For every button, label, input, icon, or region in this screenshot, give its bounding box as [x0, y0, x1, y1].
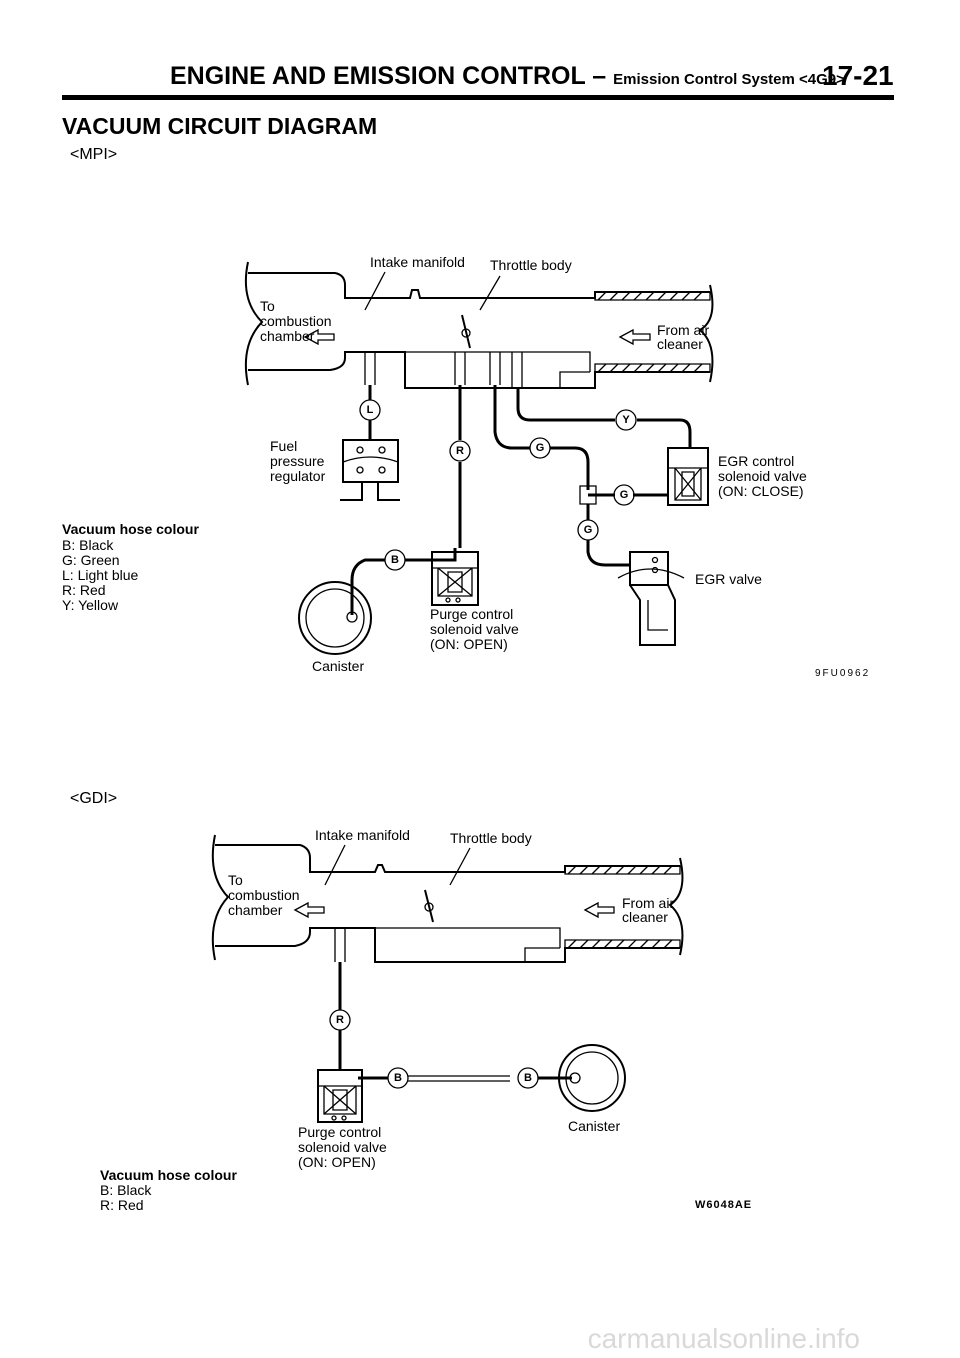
mpi-to-combustion-label-1: To — [260, 298, 275, 314]
mpi-purge-label-1: Purge control — [430, 606, 513, 622]
mpi-to-combustion-label-2: combustion — [260, 313, 332, 329]
gdi-purge-solenoid-icon — [317, 1069, 363, 1123]
gdi-tag-b-2: B — [524, 1072, 532, 1084]
mpi-tag-g-3: G — [584, 524, 593, 536]
gdi-figure-code: W6048AE — [695, 1199, 752, 1211]
gdi-tag-b-1: B — [394, 1072, 402, 1084]
mpi-throttle-body-label: Throttle body — [490, 257, 572, 273]
egr-solenoid-label-3: (ON: CLOSE) — [718, 483, 804, 499]
gdi-tag-r: R — [336, 1014, 344, 1026]
egr-solenoid-label-1: EGR control — [718, 453, 794, 469]
mpi-legend-green: G: Green — [62, 552, 120, 568]
mpi-purge-solenoid-icon — [431, 551, 479, 606]
mpi-purge-label-2: solenoid valve — [430, 621, 519, 637]
mpi-tag-r: R — [456, 445, 464, 457]
gdi-diagram: Intake manifold Throttle body To combust… — [100, 827, 752, 1213]
mpi-legend-red: R: Red — [62, 582, 106, 598]
mpi-to-combustion-label-3: chamber — [260, 328, 315, 344]
gdi-canister-icon — [558, 1044, 626, 1112]
mpi-tag-g-1: G — [536, 442, 545, 454]
mpi-canister-label: Canister — [312, 658, 364, 674]
mpi-from-air-label-2: cleaner — [657, 336, 703, 352]
header-subtitle: Emission Control System <4G9> — [613, 71, 845, 88]
header-rule — [62, 95, 894, 100]
gdi-canister-label: Canister — [568, 1118, 620, 1134]
mpi-tag-y: Y — [622, 414, 630, 426]
gdi-section-label: <GDI> — [70, 790, 118, 807]
mpi-diagram: Intake manifold Throttle body To combust… — [62, 254, 870, 679]
fuel-regulator-label-2: pressure — [270, 453, 325, 469]
gdi-hoses — [338, 962, 572, 1082]
mpi-legend-title: Vacuum hose colour — [62, 521, 199, 537]
gdi-throttle-body-label: Throttle body — [450, 830, 532, 846]
gdi-legend-red: R: Red — [100, 1197, 144, 1213]
gdi-legend-black: B: Black — [100, 1182, 152, 1198]
mpi-section-label: <MPI> — [70, 146, 118, 163]
mpi-hose-tags: L R G Y G G B — [359, 399, 637, 571]
diagram-title: VACUUM CIRCUIT DIAGRAM — [62, 113, 378, 139]
mpi-figure-code: 9FU0962 — [815, 668, 870, 679]
page-number: 17-21 — [822, 60, 894, 91]
header-dash: – — [592, 62, 607, 90]
egr-solenoid-label-2: solenoid valve — [718, 468, 807, 484]
gdi-purge-label-2: solenoid valve — [298, 1139, 387, 1155]
header-title: ENGINE AND EMISSION CONTROL — [170, 62, 586, 90]
mpi-from-air-label-1: From air — [657, 322, 709, 338]
gdi-hose-tags: R B B — [329, 1009, 539, 1089]
mpi-legend-black: B: Black — [62, 537, 114, 553]
gdi-to-combustion-label-3: chamber — [228, 902, 283, 918]
gdi-purge-label-3: (ON: OPEN) — [298, 1154, 376, 1170]
mpi-tag-g-2: G — [620, 489, 629, 501]
gdi-legend-title: Vacuum hose colour — [100, 1167, 237, 1183]
gdi-purge-label-1: Purge control — [298, 1124, 381, 1140]
mpi-canister-icon — [298, 581, 372, 655]
gdi-from-air-label-2: cleaner — [622, 909, 668, 925]
watermark-text: carmanualsonline.info — [588, 1323, 860, 1354]
mpi-tag-l: L — [367, 404, 374, 416]
egr-solenoid-valve-icon — [667, 447, 709, 506]
egr-valve-icon — [617, 551, 685, 646]
egr-valve-label: EGR valve — [695, 571, 762, 587]
mpi-tag-b: B — [391, 554, 399, 566]
mpi-purge-label-3: (ON: OPEN) — [430, 636, 508, 652]
mpi-intake-manifold-label: Intake manifold — [370, 254, 465, 270]
gdi-from-air-label-1: From air — [622, 895, 674, 911]
gdi-to-combustion-label-2: combustion — [228, 887, 300, 903]
mpi-hoses — [350, 385, 692, 615]
mpi-legend-yellow: Y: Yellow — [62, 597, 119, 613]
mpi-intake-tube — [244, 261, 714, 389]
fuel-pressure-regulator-icon — [340, 439, 400, 501]
fuel-regulator-label-3: regulator — [270, 468, 326, 484]
gdi-to-combustion-label-1: To — [228, 872, 243, 888]
mpi-legend-light-blue: L: Light blue — [62, 567, 138, 583]
page-header: ENGINE AND EMISSION CONTROL – Emission C… — [170, 62, 845, 91]
fuel-regulator-label-1: Fuel — [270, 438, 297, 454]
gdi-intake-tube — [211, 834, 684, 963]
gdi-intake-manifold-label: Intake manifold — [315, 827, 410, 843]
